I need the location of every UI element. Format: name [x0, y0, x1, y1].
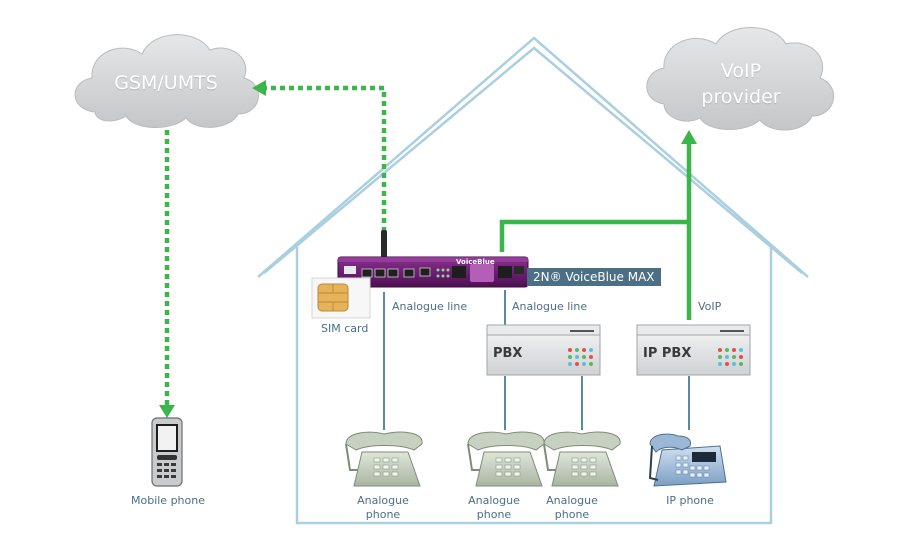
voiceblue-device — [337, 256, 529, 288]
pbx-box — [486, 324, 601, 376]
voip-cloud-label-line2: provider — [701, 86, 781, 108]
analogue-phone-3-label-line2: phone — [554, 508, 590, 521]
analogue-phone-3-label-line1: Analogue — [546, 494, 598, 507]
wires — [383, 290, 690, 430]
arrow-to-mobile-phone — [159, 405, 175, 418]
analogue-phone-1-label-line2: phone — [365, 508, 401, 521]
arrow-to-voip-cloud — [681, 130, 697, 144]
analogue-phone-2-label-line1: Analogue — [468, 494, 520, 507]
ip-links — [499, 140, 692, 320]
sim-card-label: SIM card — [321, 322, 369, 335]
analogue-phone-icon — [345, 431, 423, 487]
analogue-line-label-right: Analogue line — [512, 300, 588, 313]
voip-cloud — [646, 27, 835, 131]
sim-card — [311, 277, 371, 319]
mobile-phone-icon — [151, 417, 183, 487]
analogue-phone-icon — [543, 431, 621, 487]
analogue-phone-2-label-line2: phone — [476, 508, 512, 521]
analogue-phone-1-label-line1: Analogue — [357, 494, 409, 507]
gateway-name-tag: 2N® VoiceBlue MAX — [527, 268, 661, 286]
analogue-phone-icon — [467, 431, 545, 487]
antenna — [381, 230, 387, 258]
mobile-phone-label: Mobile phone — [130, 494, 206, 507]
device-brand-label: VoiceBlue — [456, 258, 495, 266]
ip-pbx-box — [636, 324, 751, 376]
analogue-line-label-left: Analogue line — [392, 300, 468, 313]
pbx-label: PBX — [493, 346, 523, 361]
arrow-to-gsm-cloud — [252, 80, 266, 96]
gsm-links — [164, 85, 387, 408]
gsm-cloud-label: GSM/UMTS — [114, 72, 218, 94]
ip-phone-icon — [648, 433, 727, 487]
ip-pbx-label: IP PBX — [643, 346, 692, 361]
voip-cloud-label-line1: VoIP — [720, 60, 762, 82]
house-outline — [257, 36, 809, 525]
gsm-cloud — [74, 34, 259, 129]
ip-phone-label: IP phone — [666, 494, 714, 507]
voip-line-label: VoIP — [698, 300, 722, 313]
